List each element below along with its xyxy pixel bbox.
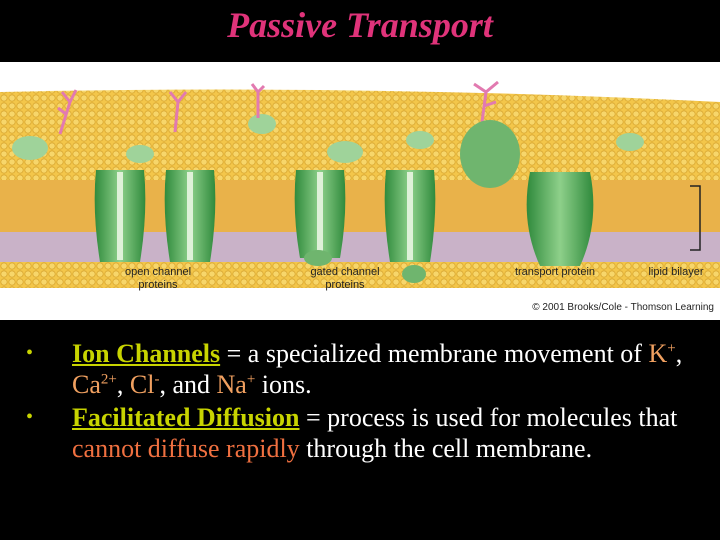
transport-protein bbox=[460, 120, 594, 266]
bullet-ion-channels: • Ion Channels = a specialized membrane … bbox=[26, 339, 683, 399]
glycoprotein bbox=[168, 91, 188, 133]
figure-credit: © 2001 Brooks/Cole - Thomson Learning bbox=[532, 302, 714, 313]
bullet-list: • Ion Channels = a specialized membrane … bbox=[26, 338, 706, 466]
glycoprotein bbox=[250, 83, 266, 118]
transport-protein-label: transport protein bbox=[514, 266, 596, 278]
slide-title: Passive Transport bbox=[227, 5, 493, 45]
lipid-bilayer-label: lipid bilayer bbox=[648, 266, 704, 278]
lipid-bottom-surface bbox=[0, 262, 720, 288]
bullet-facilitated-diffusion: • Facilitated Diffusion = process is use… bbox=[26, 403, 678, 463]
bullet-marker: • bbox=[26, 406, 34, 428]
bullet-marker: • bbox=[26, 342, 34, 364]
glycoprotein bbox=[57, 89, 78, 135]
gated-channel-protein bbox=[384, 170, 436, 283]
surface-protein bbox=[616, 133, 644, 151]
term-facilitated-diffusion: Facilitated Diffusion bbox=[72, 403, 300, 432]
gated-channel-protein bbox=[294, 170, 346, 266]
surface-protein bbox=[327, 141, 363, 163]
surface-protein bbox=[248, 114, 276, 134]
surface-protein bbox=[406, 131, 434, 149]
lipid-top-surface bbox=[0, 89, 720, 180]
glycoprotein bbox=[473, 80, 499, 123]
surface-protein bbox=[12, 136, 48, 160]
open-channel-protein bbox=[94, 170, 146, 262]
open-channel-protein bbox=[164, 170, 216, 262]
membrane-illustration bbox=[0, 80, 720, 320]
bilayer-bracket bbox=[690, 185, 701, 251]
term-ion-channels: Ion Channels bbox=[72, 339, 221, 368]
highlight-text: cannot diffuse rapidly bbox=[72, 434, 300, 463]
surface-protein bbox=[126, 145, 154, 163]
